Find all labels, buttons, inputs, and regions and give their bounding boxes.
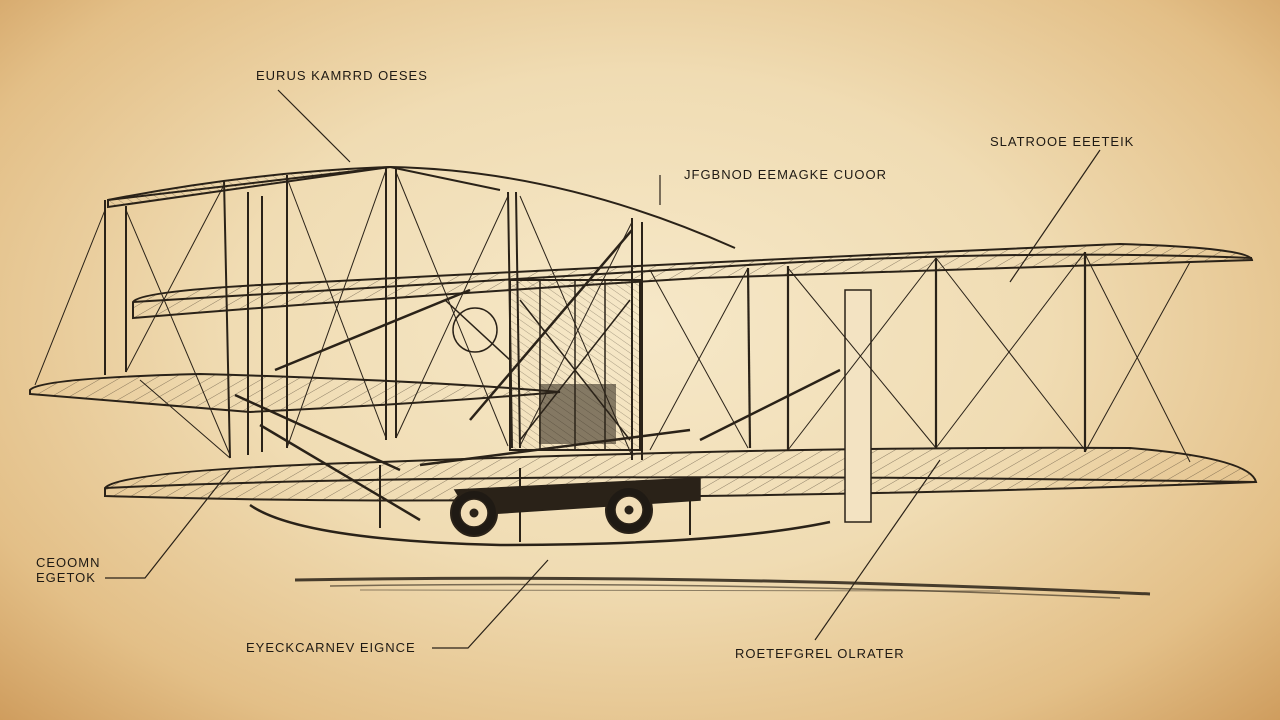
callout-bottom-right: ROETEFGREL OLRATER [735, 646, 905, 661]
landing-gear [249, 465, 831, 547]
callout-left-line2: EGETOK [36, 570, 96, 585]
engine-assembly [444, 279, 641, 451]
callout-top-left: EURUS KAMRRD OESES [256, 68, 428, 83]
wing-struts [746, 252, 1087, 523]
callout-left-line1: CEOOMN [36, 555, 101, 570]
leader-lines [105, 89, 1101, 649]
ground-shadow [294, 576, 1151, 599]
bracing-wires [34, 169, 1191, 463]
callout-left: CEOOMN EGETOK [36, 555, 101, 585]
callout-top-right: SLATROOE EEETEIK [990, 134, 1135, 149]
callout-center-top: JFGBNOD EEMAGKE CUOOR [684, 167, 888, 182]
callout-bottom-center: EYECKCARNEV EIGNCE [246, 640, 416, 655]
